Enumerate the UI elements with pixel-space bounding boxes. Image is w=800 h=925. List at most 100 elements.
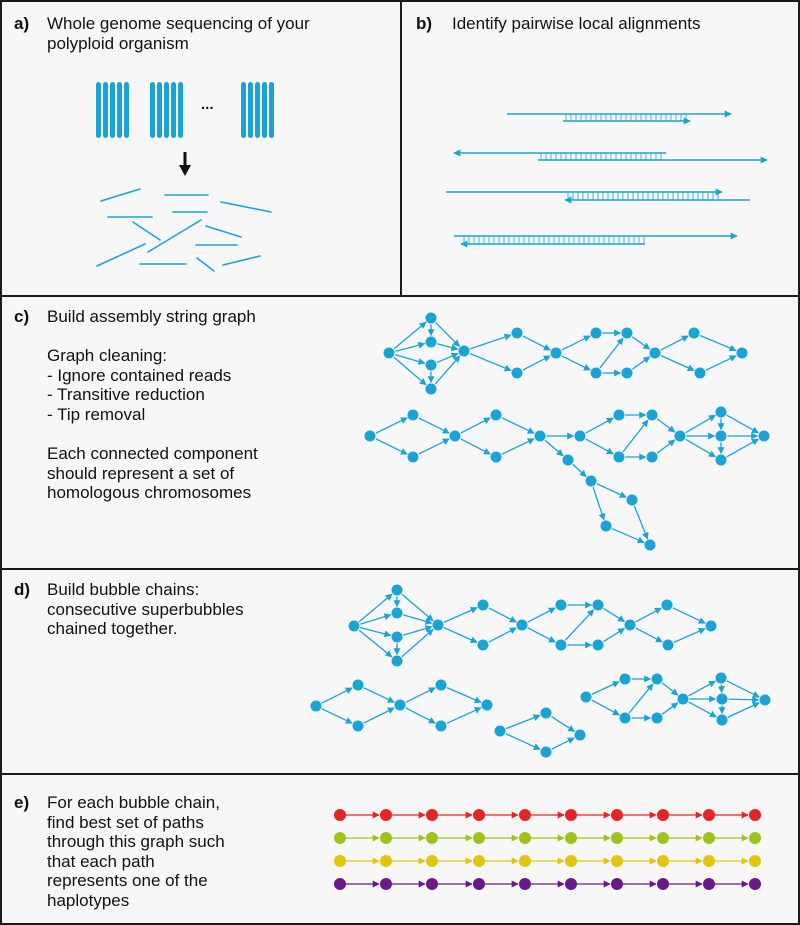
haplotype-node — [380, 855, 392, 867]
haplotype-path — [334, 878, 761, 890]
haplotype-node — [519, 809, 531, 821]
haplotype-node — [426, 832, 438, 844]
graph-node — [592, 599, 604, 611]
graph-node — [621, 367, 633, 379]
graph-node — [758, 430, 770, 442]
graph-edge — [631, 356, 651, 370]
haplotype-node — [565, 878, 577, 890]
haplotype-node — [473, 855, 485, 867]
graph-edge — [403, 614, 433, 625]
assembly-graphs — [310, 312, 771, 758]
string-graph-component-2 — [364, 406, 770, 551]
graph-edge — [434, 355, 461, 385]
graph-node — [677, 693, 689, 705]
panel-d-text: Build bubble chains: consecutive superbu… — [47, 580, 244, 638]
haplotype-node — [703, 832, 715, 844]
graph-edge — [395, 354, 426, 365]
graph-node — [613, 409, 625, 421]
graph-edge — [635, 607, 662, 623]
haplotype-node — [749, 855, 761, 867]
graph-edge — [685, 438, 716, 458]
graph-edge — [522, 335, 551, 351]
graph-edge — [728, 696, 760, 704]
panel-c-label: c) — [14, 307, 30, 326]
graph-edge — [501, 417, 535, 434]
graph-edge — [363, 687, 395, 703]
graph-node — [590, 327, 602, 339]
haplotype-node — [519, 878, 531, 890]
graph-node — [407, 409, 419, 421]
panel-d-label: d) — [14, 580, 31, 599]
graph-edge — [635, 627, 663, 643]
graph-node — [449, 430, 461, 442]
sequencing-reads — [96, 188, 272, 272]
graph-edge — [551, 737, 575, 750]
graph-node — [490, 409, 502, 421]
graph-node — [759, 694, 771, 706]
haplotype-path — [334, 832, 761, 844]
graph-node — [562, 454, 574, 466]
graph-node — [534, 430, 546, 442]
graph-edge — [403, 625, 433, 636]
graph-node — [458, 345, 470, 357]
graph-edge — [401, 628, 434, 658]
graph-edge — [561, 335, 591, 351]
graph-edge — [363, 707, 395, 724]
graph-node — [674, 430, 686, 442]
graph-node — [435, 679, 447, 691]
graph-edge — [321, 708, 353, 724]
graph-node — [661, 599, 673, 611]
chromosome-ellipsis: ... — [201, 96, 214, 113]
graph-node — [590, 367, 602, 379]
chromosome-set — [150, 82, 183, 138]
haplotype-node — [565, 855, 577, 867]
haplotype-node — [703, 878, 715, 890]
graph-edge — [405, 687, 436, 703]
graph-node — [383, 347, 395, 359]
down-arrow-icon — [179, 152, 191, 176]
graph-edge — [375, 417, 408, 434]
graph-edge — [591, 681, 620, 695]
haplotype-node — [473, 878, 485, 890]
graph-edge — [551, 715, 576, 733]
graph-edge — [544, 439, 564, 457]
graph-edge — [633, 505, 649, 540]
graph-edge — [405, 707, 436, 724]
graph-edge — [488, 607, 517, 623]
graph-node — [694, 367, 706, 379]
graph-edge — [705, 355, 737, 371]
graph-edge — [501, 438, 535, 455]
graph-node — [662, 639, 674, 651]
graph-node — [688, 327, 700, 339]
graph-node — [585, 475, 597, 487]
graph-edge — [688, 680, 716, 697]
graph-node — [574, 729, 586, 741]
graph-edge — [672, 607, 706, 624]
graph-edge — [401, 593, 434, 622]
haplotype-node — [334, 855, 346, 867]
bubble-chain-4 — [580, 672, 771, 726]
haplotype-node — [334, 809, 346, 821]
graph-edge — [688, 701, 717, 718]
graph-edge — [375, 438, 408, 455]
graph-node — [407, 451, 419, 463]
graph-node — [705, 620, 717, 632]
cleaning-step: - Ignore contained reads — [47, 366, 232, 385]
graph-node — [425, 336, 437, 348]
panel-e — [0, 773, 800, 925]
graph-node — [490, 451, 502, 463]
graph-node — [644, 539, 656, 551]
graph-node — [310, 700, 322, 712]
panel-a-label: a) — [14, 14, 30, 33]
haplotype-node — [473, 832, 485, 844]
graph-edge — [628, 683, 654, 714]
graph-node — [511, 367, 523, 379]
graph-edge — [505, 714, 541, 730]
haplotype-node — [565, 832, 577, 844]
cleaning-step: - Tip removal — [47, 405, 146, 424]
graph-node — [550, 347, 562, 359]
haplotype-node — [380, 878, 392, 890]
graph-node — [716, 693, 728, 705]
graph-node — [580, 691, 592, 703]
